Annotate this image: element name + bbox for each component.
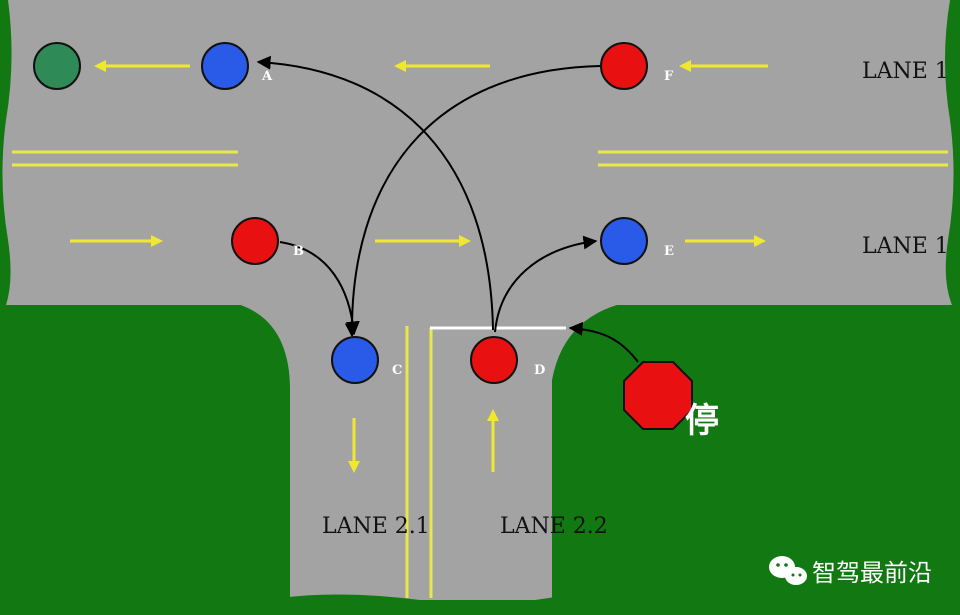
vehicle-label-e: E	[664, 244, 674, 259]
right-grass-edge	[945, 0, 960, 305]
vehicle-label-b: B	[293, 244, 304, 259]
vehicle-e	[600, 217, 648, 265]
trajectories	[256, 55, 639, 363]
lane-label-2-2: LANE 2.2	[500, 514, 608, 539]
vehicle-b	[231, 217, 279, 265]
bottom-grass-edge	[280, 594, 560, 615]
vehicle-f	[600, 42, 648, 90]
vehicle-label-d: D	[534, 363, 545, 378]
lane-label-2-1: LANE 2.1	[322, 514, 430, 539]
arrow-left-2	[394, 60, 490, 72]
vehicle-label-f: F	[664, 69, 674, 84]
arrow-up	[487, 409, 499, 472]
arrow-right-2	[375, 235, 471, 247]
trajectory-b-to-c	[279, 241, 360, 336]
wechat-icon	[769, 556, 807, 585]
lane-label-middle: LANE 1	[862, 234, 949, 259]
watermark-text: 智驾最前沿	[812, 559, 932, 587]
arrow-down	[348, 418, 360, 473]
trajectory-f-to-c	[344, 65, 601, 338]
arrow-right-1	[70, 235, 163, 247]
vehicle-label-c: C	[392, 363, 402, 378]
stop-sign-label: 停	[685, 401, 719, 441]
vehicle-a	[201, 42, 249, 90]
trajectory-d-to-e	[494, 235, 598, 333]
watermark: 智驾最前沿	[769, 556, 932, 587]
lane-label-top: LANE 1	[862, 59, 949, 84]
arrow-left-3	[679, 60, 768, 72]
stop-sign-icon	[623, 361, 693, 430]
center-double-line-right	[598, 150, 948, 167]
trajectory-stop-to-line	[568, 321, 639, 363]
vehicle-green	[33, 42, 81, 90]
vehicle-label-a: A	[261, 69, 273, 84]
trajectory-d-to-a	[256, 55, 494, 331]
vehicle-d	[470, 336, 518, 384]
vehicle-c	[331, 336, 379, 384]
arrow-left-1	[94, 60, 190, 72]
direction-arrows	[70, 60, 768, 473]
left-grass-edge	[0, 0, 12, 305]
center-double-line-left	[12, 150, 238, 167]
arrow-right-3	[685, 235, 766, 247]
